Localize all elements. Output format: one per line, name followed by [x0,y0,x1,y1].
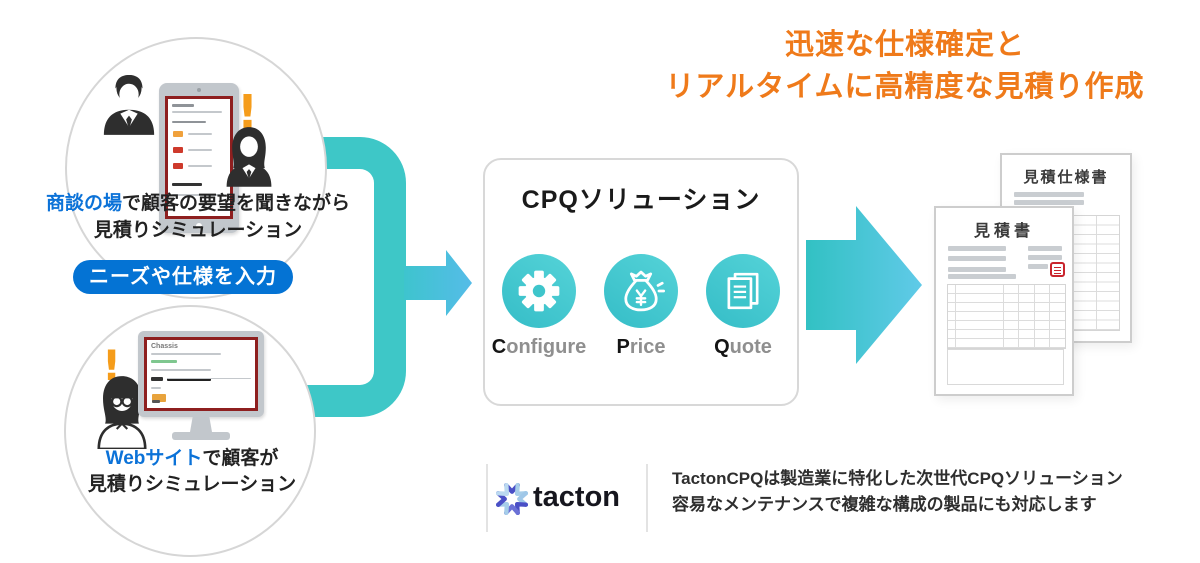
tablet-device [159,83,239,233]
monitor-stand [190,417,212,432]
monitor-configurator-page: Chassis [147,340,255,408]
seal-stamp-icon [1050,262,1065,277]
footer-divider-left [486,464,488,532]
cpq-title: CPQソリューション [521,186,761,214]
money-bag-icon [624,270,665,312]
quote-documents-icon [727,272,759,310]
scene-top-highlight: 商談の場 [45,193,122,214]
footer-description-line1: TactonCPQは製造業に特化した次世代CPQソリューション [672,469,1123,488]
scene-top-caption: 商談の場で顧客の要望を聞きながら 見積りシミュレーション [25,190,371,244]
scene-top-caption-line1: 商談の場で顧客の要望を聞きながら [45,193,351,214]
exclamation-icon: ! [237,85,258,139]
page-title-line2: リアルタイムに高精度な見積り作成 [665,71,1145,103]
monitor-screen: Chassis [144,337,258,411]
footer-divider-right [646,464,648,532]
scene-bottom-caption: Webサイトで顧客が 見積りシミュレーション [66,446,318,498]
businessman-icon [103,75,155,135]
scene-bottom-highlight: Webサイト [105,448,203,469]
desktop-monitor: Chassis [138,331,264,440]
cpq-item-quote: Quote [703,254,783,359]
truck-thumbnail [173,147,183,153]
scene-top-caption-line2: 見積りシミュレーション [93,220,303,241]
cpq-item-price: Price [601,254,681,359]
configurator-title: Chassis [151,343,178,350]
truck-thumbnail [173,131,183,137]
monitor-base [172,432,230,440]
businesswoman-icon [226,127,272,187]
tablet-camera-dot [197,88,201,92]
truck-thumbnail [152,394,166,402]
cpq-solution-box: CPQソリューション Configure [483,158,799,406]
tablet-configurator-page [168,99,230,216]
gear-icon [518,270,560,312]
document-quote: 見積書 [934,206,1074,396]
page-title: 迅速な仕様確定と リアルタイムに高精度な見積り作成 [605,24,1200,108]
customer-woman-icon [97,376,147,449]
input-badge: ニーズや仕様を入力 [73,260,293,294]
tablet-screen [165,96,233,219]
brand-name: tacton [533,481,620,513]
cpq-item-configure: Configure [492,254,586,359]
page-title-line1: 迅速な仕様確定と [784,29,1025,61]
scene-sales-meeting: ! 商談の場で顧客の要望を聞きながら 見積りシミュレーション [46,37,350,299]
quote-table-grid [947,284,1066,349]
tablet-home-button [196,223,202,229]
scene-web-customer: ! Chassis [64,305,316,557]
yen-symbol [635,289,647,307]
quote-spec-title: 見積仕様書 [1023,169,1109,186]
monitor-frame: Chassis [138,331,264,417]
arrow-to-cpq-icon [404,250,472,316]
footer-description-line2: 容易なメンテナンスで複雑な構成の製品にも対応します [672,495,1097,514]
quote-notes-box [947,349,1064,385]
truck-thumbnail [173,163,183,169]
tacton-logo-icon [496,483,528,515]
cpq-icons-row: Configure [485,254,797,359]
quote-title: 見積書 [973,223,1034,240]
scene-bottom-caption-line2: 見積りシミュレーション [87,474,297,495]
arrow-to-documents-icon [806,206,922,364]
footer-description: TactonCPQは製造業に特化した次世代CPQソリューション 容易なメンテナン… [672,466,1123,518]
scene-bottom-caption-line1: Webサイトで顧客が [105,448,279,469]
